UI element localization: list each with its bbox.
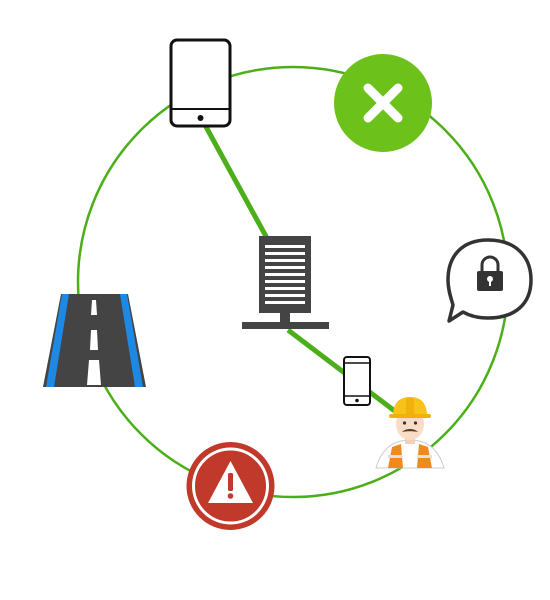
lock-speech-bubble-icon [446,238,533,323]
close-icon [334,54,432,152]
server-icon [242,236,329,329]
tablet-icon [169,38,232,128]
server-phone-link [286,328,398,414]
warning-icon [186,442,275,530]
smartphone-icon [343,356,371,406]
tablet-server-link [202,123,271,242]
construction-worker-icon [375,397,445,469]
road-icon [43,294,146,387]
